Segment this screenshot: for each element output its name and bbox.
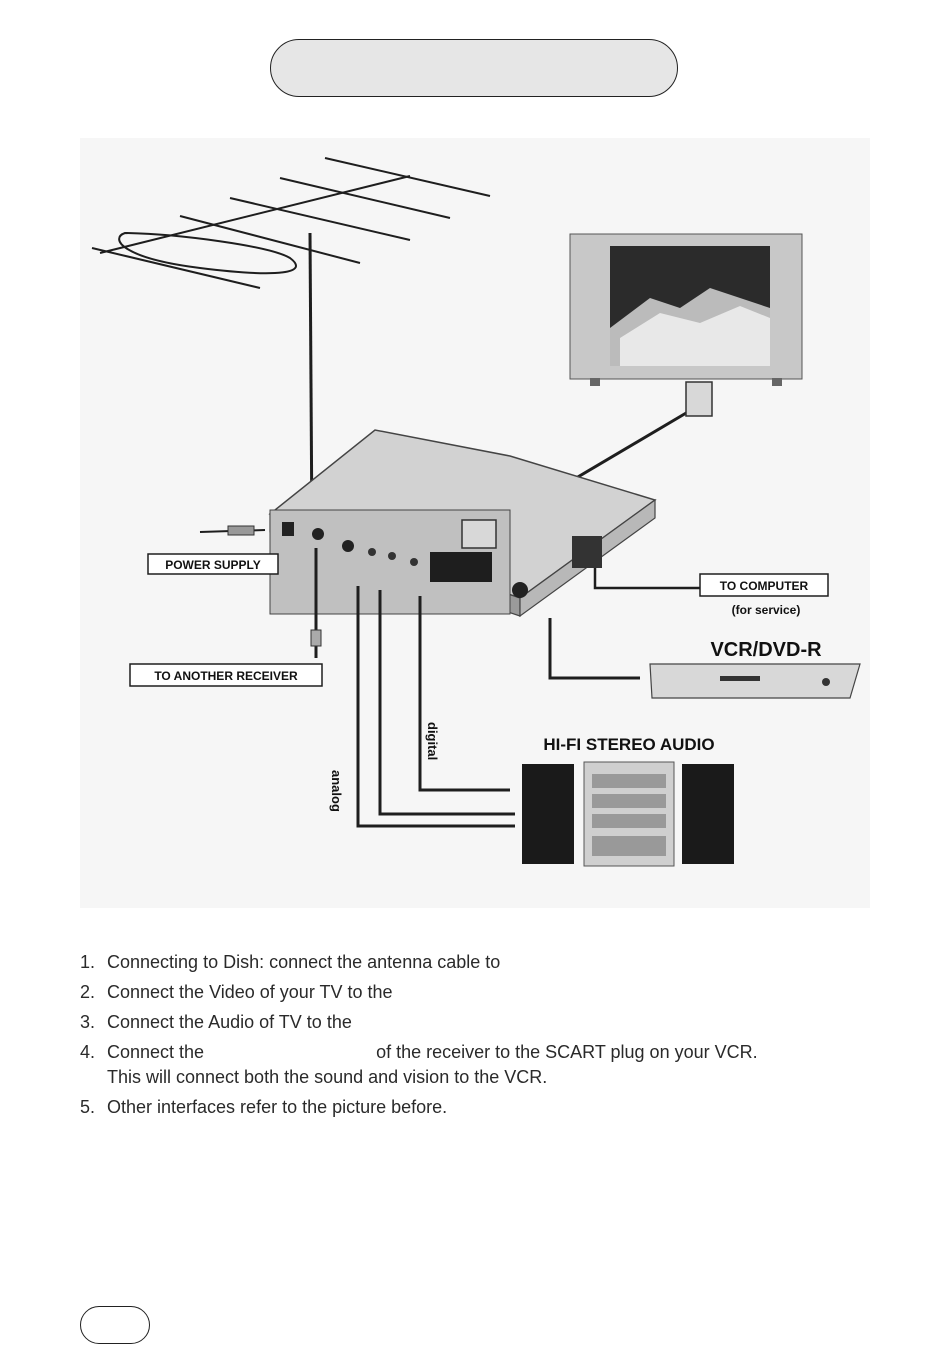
list-item: 2.Connect the Video of your TV to the — [80, 982, 393, 1002]
header-title-pill — [270, 39, 678, 97]
power-supply-label: POWER SUPPLY — [165, 558, 261, 572]
analog-label: analog — [329, 770, 344, 812]
digital-label: digital — [425, 722, 440, 760]
tv-icon — [569, 233, 803, 386]
instruction-list: 1.Connecting to Dish: connect the antenn… — [80, 950, 880, 1125]
list-item: 5.Other interfaces refer to the picture … — [80, 1097, 448, 1117]
list-item: 1.Connecting to Dish: connect the antenn… — [80, 952, 501, 972]
list-item: 3.Connect the Audio of TV to the — [80, 1012, 352, 1032]
hifi-system-icon — [522, 761, 734, 867]
page-number-pill — [80, 1306, 150, 1344]
receiver-icon — [268, 429, 657, 618]
antenna-icon — [91, 157, 491, 539]
to-computer-label: TO COMPUTER — [720, 579, 809, 593]
hifi-label: HI-FI STEREO AUDIO — [543, 735, 714, 754]
for-service-label: (for service) — [732, 603, 801, 617]
to-another-receiver-label: TO ANOTHER RECEIVER — [154, 669, 298, 683]
vcr-dvd-label: VCR/DVD-R — [710, 639, 822, 661]
vcr-icon — [649, 663, 861, 699]
connection-diagram: POWER SUPPLY TO ANOTHER RECEIVER TO COMP… — [80, 138, 870, 908]
